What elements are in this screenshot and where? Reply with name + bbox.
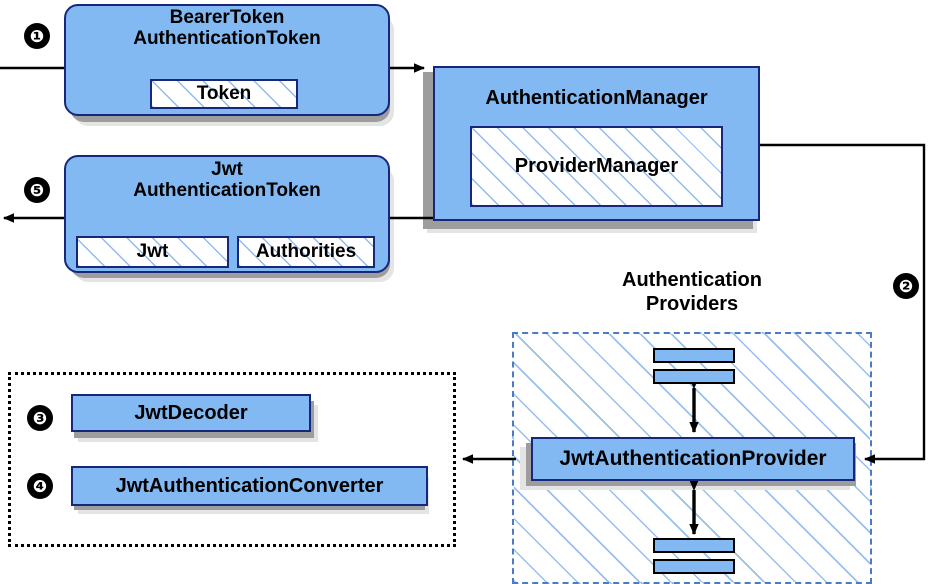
provider-stub-bar-top-2 (653, 369, 735, 384)
provider-stub-bar-top-1 (653, 348, 735, 363)
step-bullet-1: ❶ (24, 23, 50, 49)
authentication-providers-label: Authentication Providers (512, 268, 872, 316)
provider-stub-bar-bottom-1 (653, 538, 735, 553)
support-components-container (8, 372, 456, 547)
step-bullet-5: ❺ (24, 177, 50, 203)
authentication-providers-label-line1: Authentication (622, 269, 762, 291)
authentication-providers-label-line2: Providers (645, 293, 739, 315)
step-bullet-2: ❷ (893, 273, 919, 299)
authorities-inner-box: Authorities (237, 236, 375, 268)
jwt-authentication-provider[interactable]: JwtAuthenticationProvider (531, 437, 855, 481)
jwt-authentication-converter[interactable]: JwtAuthenticationConverter (71, 466, 428, 506)
step-bullet-3: ❸ (27, 405, 53, 431)
provider-manager-inner-box: ProviderManager (470, 126, 723, 207)
jwt-decoder[interactable]: JwtDecoder (71, 394, 311, 432)
jwt-inner-box: Jwt (76, 236, 229, 268)
step-bullet-4: ❹ (27, 473, 53, 499)
token-inner-box: Token (150, 79, 298, 109)
provider-stub-bar-bottom-2 (653, 559, 735, 574)
